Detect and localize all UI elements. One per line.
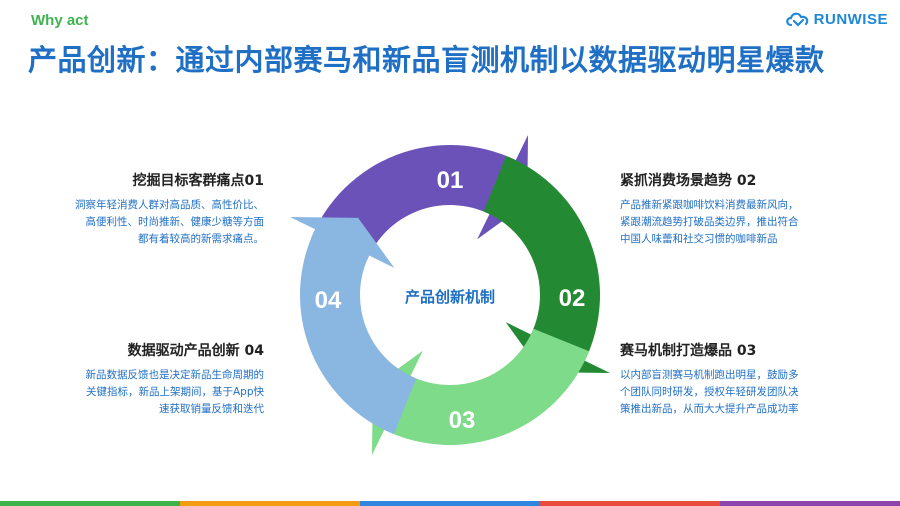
step-number-01: 01 [437,167,464,194]
bottom-color-bar [0,501,900,506]
desc-line: 紧跟潮流趋势打破品类边界，推出符合 [620,216,799,228]
cycle-arrows [290,135,610,455]
desc-line: 速获取销量反馈和迭代 [159,403,264,415]
step-description: 以内部盲测赛马机制跑出明星，鼓励多 个团队同时研发，授权年轻研发团队决 策推出新… [620,367,850,418]
step-title: 数据驱动产品创新 04 [127,343,264,359]
desc-line: 都有着较高的新需求痛点。 [138,233,264,245]
step-block-01: 挖掘目标客群痛点01 洞察年轻消费人群对高品质、高性价比、 高便利性、时尚推新、… [24,170,264,248]
step-number-03: 03 [449,407,476,434]
step-number-02: 02 [559,285,586,312]
cycle-arrow-02 [483,155,610,374]
bottom-bar-segment [180,501,360,506]
step-number-04: 04 [315,287,342,314]
cycle-diagram: 产品创新机制 01 02 03 04 [290,135,610,455]
step-description: 洞察年轻消费人群对高品质、高性价比、 高便利性、时尚推新、健康少糖等方面 都有着… [24,197,264,248]
step-block-02: 紧抓消费场景趋势 02 产品推新紧跟咖啡饮料消费最新风向， 紧跟潮流趋势打破品类… [620,170,860,248]
cloud-logo-icon [785,12,808,27]
cycle-center-label: 产品创新机制 [405,288,495,306]
step-title: 挖掘目标客群痛点01 [132,173,264,189]
desc-line: 关键指标，新品上架期间，基于App快 [85,386,264,398]
desc-line: 个团队同时研发，授权年轻研发团队决 [620,386,799,398]
desc-line: 新品数据反馈也是决定新品生命周期的 [85,369,265,381]
desc-line: 策推出新品，从而大大提升产品成功率 [620,403,799,415]
step-block-03: 赛马机制打造爆品 03 以内部盲测赛马机制跑出明星，鼓励多 个团队同时研发，授权… [620,340,850,418]
desc-line: 以内部盲测赛马机制跑出明星，鼓励多 [620,369,799,381]
section-label: Why act [31,12,89,29]
desc-line: 产品推新紧跟咖啡饮料消费最新风向， [620,199,799,211]
cycle-arrow-03 [371,328,590,455]
cycle-arrow-04 [290,216,417,435]
desc-line: 洞察年轻消费人群对高品质、高性价比、 [75,199,264,211]
logo-text: RUNWISE [813,10,888,28]
step-title: 赛马机制打造爆品 03 [620,343,757,359]
step-description: 产品推新紧跟咖啡饮料消费最新风向， 紧跟潮流趋势打破品类边界，推出符合 中国人味… [620,197,860,248]
step-block-04: 数据驱动产品创新 04 新品数据反馈也是决定新品生命周期的 关键指标，新品上架期… [24,340,265,418]
step-description: 新品数据反馈也是决定新品生命周期的 关键指标，新品上架期间，基于App快 速获取… [24,367,265,418]
step-title: 紧抓消费场景趋势 02 [620,173,757,189]
bottom-bar-segment [720,501,900,506]
runwise-logo: RUNWISE [785,8,888,30]
bottom-bar-segment [360,501,540,506]
bottom-bar-segment [0,501,180,506]
page-title: 产品创新：通过内部赛马和新品盲测机制以数据驱动明星爆款 [28,43,825,77]
desc-line: 高便利性、时尚推新、健康少糖等方面 [85,216,265,228]
bottom-bar-segment [540,501,720,506]
desc-line: 中国人味蕾和社交习惯的咖啡新品 [620,233,778,245]
